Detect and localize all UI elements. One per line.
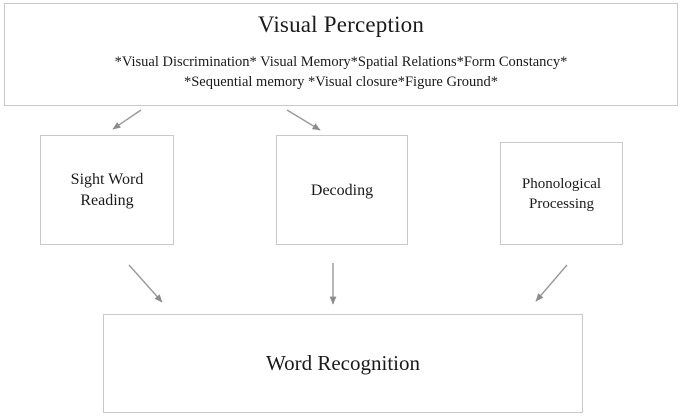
sight-word-reading-label-line-2: Reading (80, 192, 134, 209)
arrow-phonological-to-word-recognition (535, 264, 568, 302)
arrow-visual-perception-to-decoding (286, 109, 321, 131)
phonological-processing-label-line-2: Processing (529, 195, 594, 212)
sight-word-reading-label-line-1: Sight Word (70, 171, 144, 188)
arrow-visual-perception-to-sight-word (112, 109, 142, 130)
phonological-processing-label-line-1: Phonological (521, 175, 602, 192)
visual-perception-attributes: *Visual Discrimination* Visual Memory*Sp… (5, 52, 677, 92)
word-recognition-box: Word Recognition (103, 314, 583, 413)
attributes-line-1: *Visual Discrimination* Visual Memory*Sp… (114, 54, 568, 70)
word-recognition-label: Word Recognition (265, 351, 421, 375)
decoding-label: Decoding (310, 181, 374, 199)
page-title: Visual Perception (257, 12, 425, 37)
arrow-sight-word-to-word-recognition (128, 264, 163, 303)
phonological-processing-box: Phonological Processing (500, 142, 623, 245)
visual-perception-box: Visual Perception *Visual Discrimination… (4, 3, 678, 106)
sight-word-reading-box: Sight Word Reading (40, 135, 174, 245)
decoding-box: Decoding (276, 135, 408, 245)
attributes-line-2: *Sequential memory *Visual closure*Figur… (183, 74, 499, 90)
